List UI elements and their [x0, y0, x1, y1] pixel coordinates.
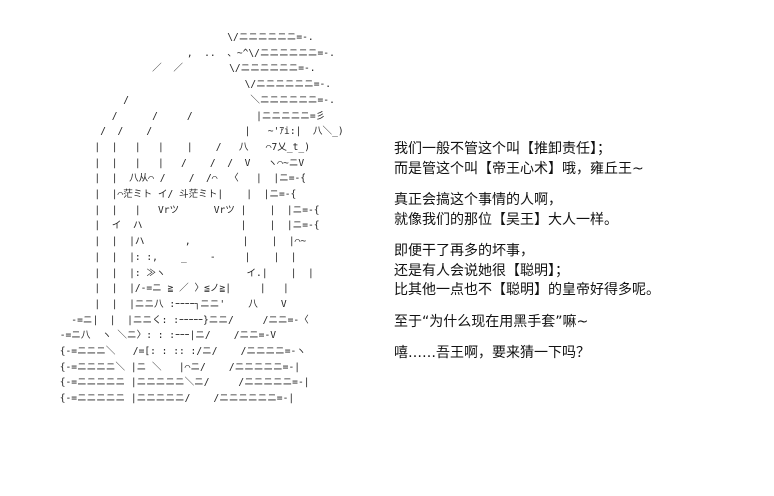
dialogue-line: 我们一般不管这个叫【推卸责任】；	[394, 141, 611, 157]
dialogue-paragraph: 嘻……吾王啊，要来猜一下吗？	[394, 344, 766, 364]
dialogue-line: 还是有人会说她很【聪明】；	[394, 262, 569, 279]
dialogue-line: 嘻……吾王啊，要来猜一下吗？	[394, 345, 590, 361]
dialogue-line: 真正会搞这个事情的人啊，	[394, 192, 562, 208]
dialogue-paragraph: 真正会搞这个事情的人啊， 就像我们的那位【吴王】大人一样。	[394, 191, 766, 230]
ascii-art-figure: \/ニニニニニニ=-. , .. 、~^\/ニニニニニニ=-. ／ ／ \/ニニ…	[59, 32, 344, 405]
dialogue-line: 而是管这个叫【帝王心术】哦，雍丘王~	[394, 160, 644, 177]
dialogue-text: 我们一般不管这个叫【推卸责任】； 而是管这个叫【帝王心术】哦，雍丘王~ 真正会搞…	[394, 140, 766, 376]
dialogue-paragraph: 即便干了再多的坏事， 还是有人会说她很【聪明】； 比其他一点也不【聪明】的皇帝好…	[394, 242, 766, 301]
dialogue-line: 就像我们的那位【吴王】大人一样。	[394, 211, 618, 228]
dialogue-line: 即便干了再多的坏事，	[394, 243, 534, 259]
dialogue-paragraph: 我们一般不管这个叫【推卸责任】； 而是管这个叫【帝王心术】哦，雍丘王~	[394, 140, 766, 179]
dialogue-line: 至于“为什么现在用黑手套”嘛~	[394, 313, 589, 330]
dialogue-paragraph: 至于“为什么现在用黑手套”嘛~	[394, 313, 766, 333]
dialogue-line: 比其他一点也不【聪明】的皇帝好得多呢。	[394, 282, 660, 298]
